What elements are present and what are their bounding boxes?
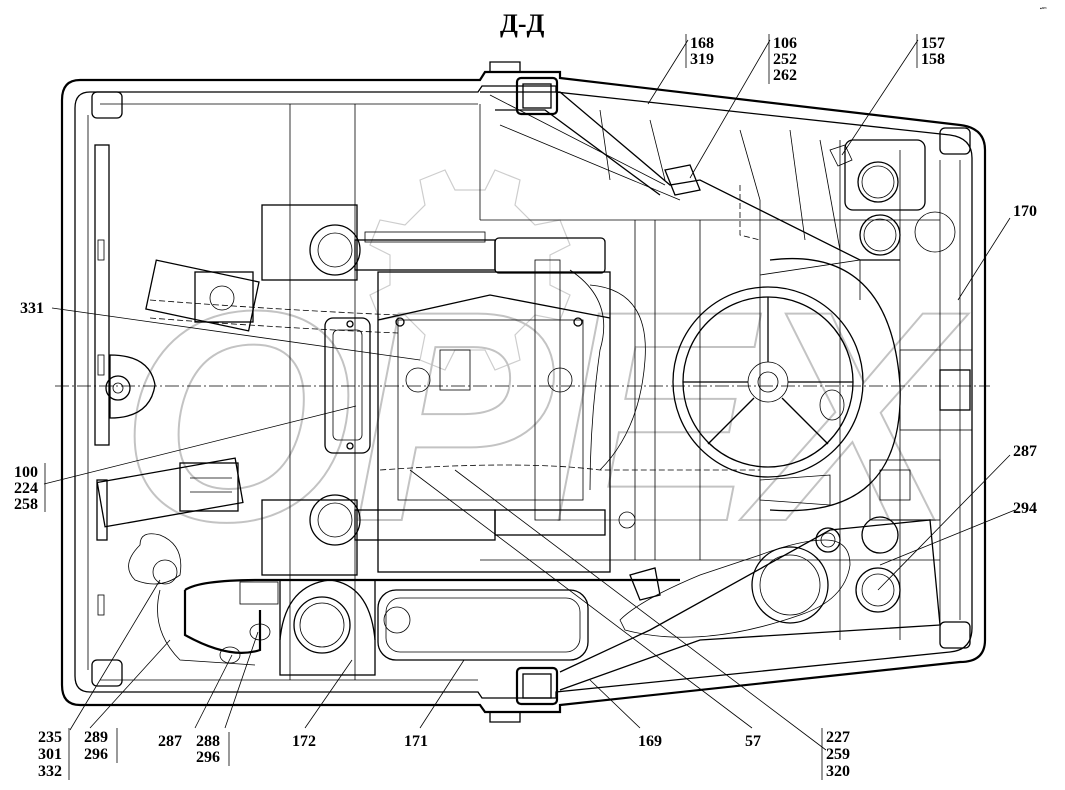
callout-100-224-258: 100 224 258: [14, 463, 46, 513]
svg-text:100: 100: [14, 464, 38, 481]
svg-text:224: 224: [14, 480, 38, 497]
callout-57: 57: [745, 733, 761, 750]
callout-172: 172: [292, 733, 316, 750]
svg-text:262: 262: [773, 67, 797, 84]
leader-lines: [43, 39, 1016, 751]
cab-frame: [60, 61, 987, 723]
corner-mark: ▪ᵃᵐ: [1040, 6, 1047, 12]
callouts: 331 100 224 258 235 301 332 289 296 287 …: [14, 34, 1037, 780]
callout-287-right: 287: [1013, 443, 1037, 460]
svg-text:158: 158: [921, 51, 945, 68]
svg-text:235: 235: [38, 729, 62, 746]
callout-235-301-332: 235 301 332: [38, 728, 70, 780]
svg-text:259: 259: [826, 746, 850, 763]
svg-text:289: 289: [84, 729, 108, 746]
svg-text:168: 168: [690, 35, 714, 52]
callout-157-158: 157 158: [916, 34, 945, 68]
svg-text:227: 227: [826, 729, 850, 746]
svg-text:296: 296: [196, 749, 220, 766]
seat-assembly: [149, 204, 760, 576]
right-upper-details: [480, 91, 956, 261]
left-wall-details: [94, 144, 260, 616]
svg-text:106: 106: [773, 35, 797, 52]
callout-331: 331: [20, 300, 44, 317]
svg-text:288: 288: [196, 733, 220, 750]
callout-106-252-262: 106 252 262: [768, 34, 797, 84]
svg-text:332: 332: [38, 763, 62, 780]
callout-294: 294: [1013, 500, 1037, 517]
callout-168-319: 168 319: [685, 34, 714, 68]
svg-text:319: 319: [690, 51, 714, 68]
watermark: ОРЕХ: [119, 169, 970, 585]
svg-text:157: 157: [921, 35, 945, 52]
lower-details: [157, 459, 941, 691]
callout-227-259-320: 227 259 320: [821, 728, 850, 780]
watermark-text: ОРЕХ: [120, 248, 969, 584]
svg-text:320: 320: [826, 763, 850, 780]
svg-text:252: 252: [773, 51, 797, 68]
callout-289-296: 289 296: [84, 728, 118, 763]
svg-text:301: 301: [38, 746, 62, 763]
callout-287-bottom: 287: [158, 733, 182, 750]
svg-text:258: 258: [14, 496, 38, 513]
section-title: Д-Д: [500, 9, 545, 38]
callout-170: 170: [1013, 203, 1037, 220]
callout-171: 171: [404, 733, 428, 750]
svg-text:296: 296: [84, 746, 108, 763]
callout-169: 169: [638, 733, 662, 750]
callout-288-296: 288 296: [196, 732, 230, 766]
